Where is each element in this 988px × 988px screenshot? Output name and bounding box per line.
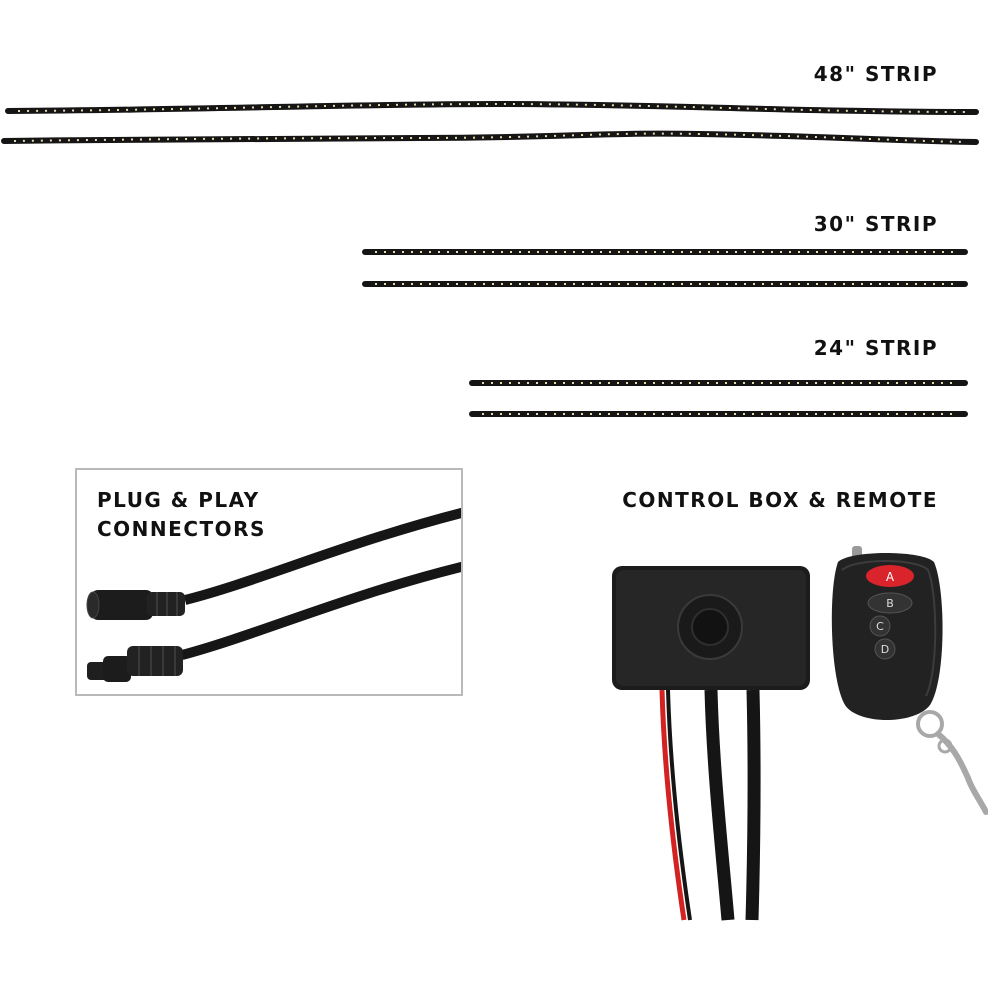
strip-30-group: [362, 249, 968, 287]
remote-button-b-label: B: [886, 597, 894, 610]
key-clasp: [935, 731, 988, 815]
strip-24-group: [469, 380, 968, 417]
remote-button-c: [869, 615, 891, 637]
remote-button-d: [874, 638, 896, 660]
remote-control: A B C D: [831, 546, 988, 815]
remote-button-d-label: D: [881, 643, 889, 656]
connectors-title: PLUG & PLAY CONNECTORS: [97, 486, 266, 544]
connector-cable-upper: [183, 507, 461, 605]
male-connector: [87, 646, 183, 682]
female-connector: [86, 590, 185, 620]
strip-30-label: 30" STRIP: [813, 212, 938, 236]
connectors-illustration: [86, 507, 461, 682]
led-strip-48-b-leds: [13, 132, 967, 143]
key-ring: [916, 710, 944, 738]
led-strip-48-a: [5, 100, 979, 115]
led-strip-48-b: [1, 130, 979, 145]
remote-button-a-label: A: [886, 570, 895, 584]
connector-cable-lower: [180, 561, 461, 660]
strip-48-group: [1, 100, 979, 145]
strip-48-label: 48" STRIP: [813, 62, 938, 86]
remote-button-a: [866, 565, 914, 587]
connectors-title-line1: PLUG & PLAY: [97, 488, 260, 512]
control-box-wires: [659, 689, 761, 921]
connectors-title-line2: CONNECTORS: [97, 517, 266, 541]
control-box: [612, 566, 810, 690]
control-box-title: CONTROL BOX & REMOTE: [622, 488, 938, 512]
remote-button-c-label: C: [876, 620, 884, 633]
remote-button-b: [867, 592, 913, 614]
connectors-panel: PLUG & PLAY CONNECTORS: [75, 468, 463, 696]
strip-24-label: 24" STRIP: [813, 336, 938, 360]
